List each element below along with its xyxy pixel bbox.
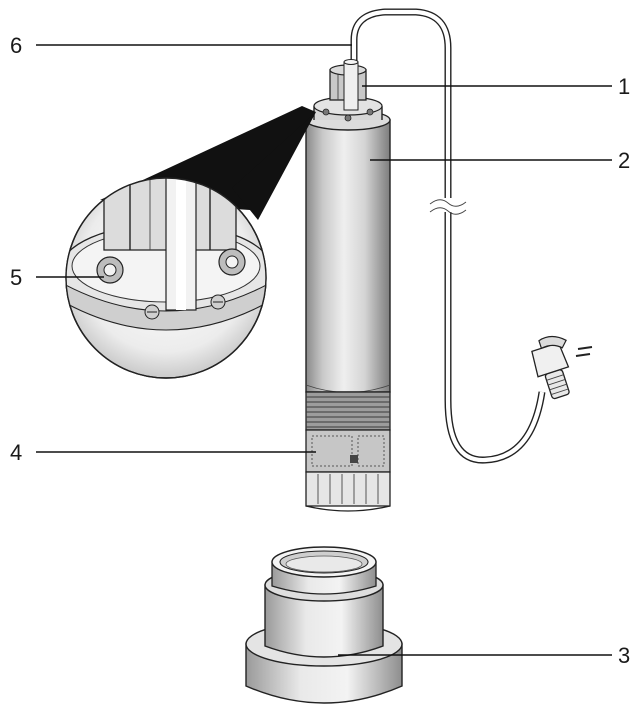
leader-lines: [36, 44, 612, 656]
detail-magnifier: [65, 177, 267, 379]
pump-housing: [305, 96, 391, 393]
callout-1: 1: [618, 74, 630, 99]
callout-6: 6: [10, 33, 22, 58]
callout-2: 2: [618, 148, 630, 173]
cable-gland: [329, 59, 367, 111]
base-stand: [245, 546, 403, 704]
callout-5: 5: [10, 265, 22, 290]
power-plug: [531, 335, 593, 400]
callout-3: 3: [618, 643, 630, 668]
power-cable: [350, 8, 546, 464]
callout-4: 4: [10, 440, 22, 465]
intake-strainer: [305, 391, 391, 512]
